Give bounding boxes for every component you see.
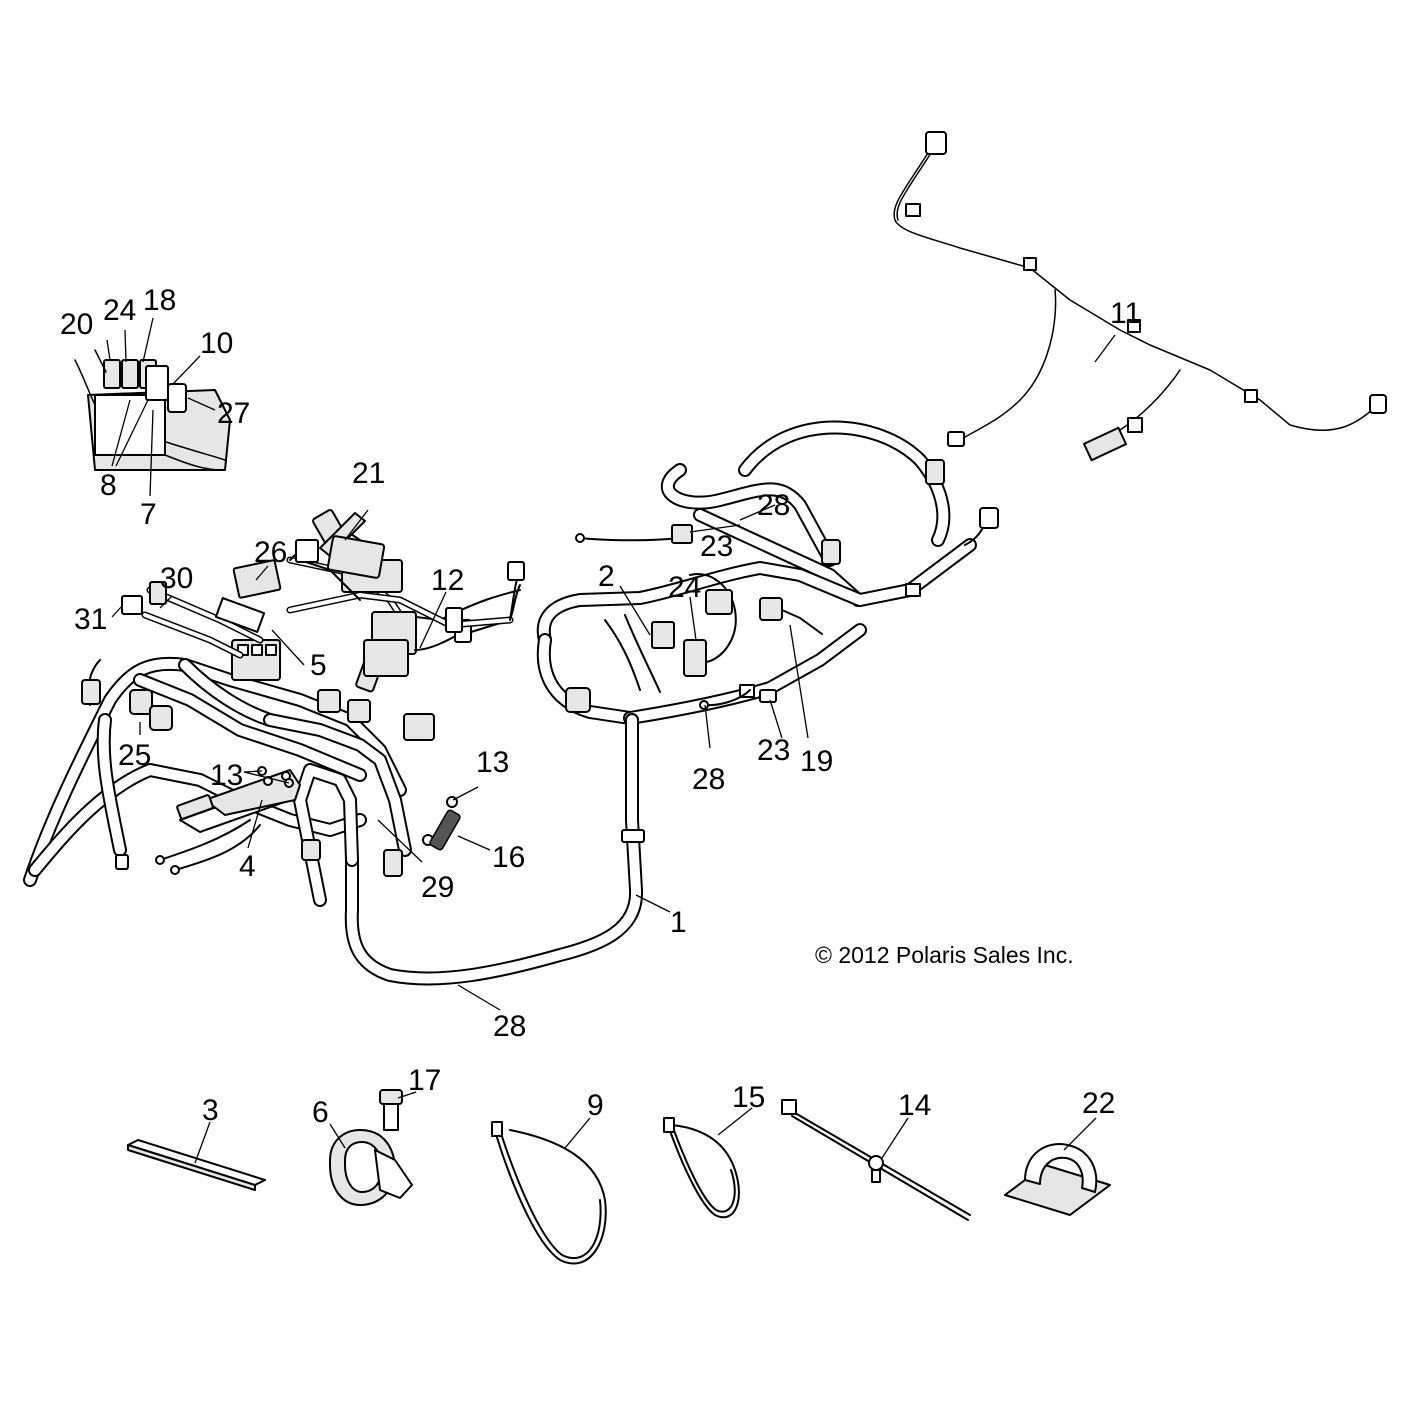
callout-4: 4 (239, 850, 256, 883)
callout-23-bottom: 23 (757, 734, 790, 767)
callout-10: 10 (200, 327, 233, 360)
callout-31: 31 (74, 603, 107, 636)
callout-30: 30 (160, 562, 193, 595)
callout-9: 9 (587, 1089, 604, 1122)
harness-12 (286, 535, 525, 677)
front-harness-left (23, 509, 521, 907)
callout-8: 8 (100, 469, 117, 502)
callout-21: 21 (352, 457, 385, 490)
hardware-13-16 (422, 796, 461, 851)
callout-19: 19 (800, 745, 833, 778)
rear-harness-11 (893, 131, 1387, 462)
callout-27: 27 (217, 397, 250, 430)
callout-28-mid: 28 (692, 763, 725, 796)
callout-2: 2 (598, 560, 615, 593)
callout-11: 11 (1110, 297, 1141, 330)
callout-22: 22 (1082, 1087, 1115, 1120)
callout-6: 6 (312, 1096, 329, 1129)
callout-7: 7 (140, 498, 157, 531)
callout-16: 16 (492, 841, 525, 874)
callout-28-top: 28 (757, 489, 790, 522)
callout-12: 12 (431, 564, 464, 597)
callout-28-bottom: 28 (493, 1010, 526, 1043)
callout-15: 15 (732, 1081, 765, 1114)
callout-3: 3 (202, 1094, 219, 1127)
callout-labels: 20 24 18 10 27 8 7 21 26 30 31 12 5 25 1… (60, 284, 1141, 1129)
callout-18: 18 (143, 284, 176, 317)
callout-25: 25 (118, 739, 151, 772)
callout-24-top: 24 (103, 294, 136, 327)
callout-13-left: 13 (210, 759, 243, 792)
callout-5: 5 (310, 649, 327, 682)
callout-17: 17 (408, 1064, 441, 1097)
callout-1: 1 (670, 906, 687, 939)
callout-23-top: 23 (700, 530, 733, 563)
callout-24-mid: 24 (668, 571, 701, 604)
callout-20: 20 (60, 308, 93, 341)
callout-26: 26 (254, 536, 287, 569)
copyright-notice: © 2012 Polaris Sales Inc. (815, 942, 1074, 968)
leader-lines (106, 317, 1116, 1164)
hardware-row (127, 1089, 1111, 1265)
callout-29: 29 (421, 871, 454, 904)
callout-14: 14 (898, 1089, 931, 1122)
callout-13-right: 13 (476, 746, 509, 779)
main-harness-1 (344, 507, 999, 986)
connectors-mid (604, 573, 823, 710)
